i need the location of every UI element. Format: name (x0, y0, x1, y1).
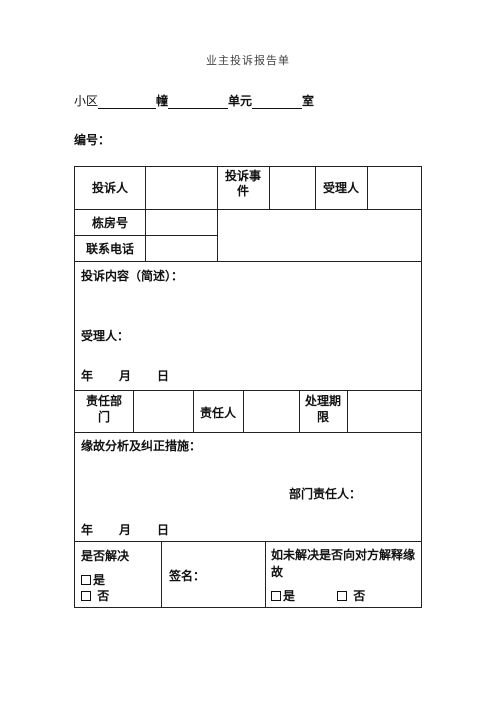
community-label: 小区 (74, 94, 99, 108)
explain-yes-option[interactable]: 是 (271, 589, 295, 603)
phone-label: 联系电话 (85, 242, 134, 256)
resolved-no-option[interactable]: 否 (81, 587, 109, 604)
handling-period-label: 处理期限 (299, 393, 347, 425)
receiver-field[interactable] (368, 168, 420, 208)
responsible-person-label: 责任人 (199, 406, 236, 420)
complaint-form-table: 投诉人 投诉事件 受理人 栋房号 联系电话 投诉内容（简述）： 受理人： 年月日… (74, 166, 422, 608)
complaint-content-label: 投诉内容（简述）： (81, 269, 184, 283)
row-divider (75, 261, 421, 262)
complaint-matter-line1: 投诉事 (224, 169, 261, 183)
checkbox-icon[interactable] (271, 591, 281, 601)
building-room-label: 栋房号 (91, 216, 128, 230)
column-divider (145, 167, 146, 261)
complaint-content-field[interactable] (81, 285, 415, 321)
resolved-yes-label: 是 (93, 573, 106, 587)
complaint-matter-field[interactable] (270, 168, 314, 208)
row-divider (75, 209, 421, 210)
building-blank[interactable] (168, 96, 229, 109)
room-label: 室 (302, 94, 315, 108)
complaint-matter-line2: 件 (236, 184, 249, 198)
date-year: 年 (81, 523, 94, 537)
analysis-label: 缘故分析及纠正措施： (81, 439, 202, 453)
unit-label: 单元 (228, 94, 253, 108)
row-divider (75, 390, 421, 391)
column-divider (193, 390, 194, 432)
receiver-label: 受理人 (322, 181, 359, 195)
phone-field[interactable] (146, 236, 216, 260)
row-divider (75, 432, 421, 433)
responsible-dept-line1: 责任部 (85, 394, 122, 408)
resolved-label: 是否解决 (81, 549, 130, 563)
analysis-field[interactable] (81, 455, 415, 479)
column-divider (299, 390, 300, 432)
content-date: 年月日 (81, 367, 169, 384)
unit-blank[interactable] (252, 96, 303, 109)
complainant-label: 投诉人 (91, 181, 128, 195)
explain-no-label: 否 (353, 589, 366, 603)
responsible-dept-field[interactable] (134, 391, 192, 431)
date-day: 日 (157, 369, 170, 383)
explain-options: 是 否 (271, 587, 365, 604)
serial-number-label: 编号： (74, 133, 111, 147)
resolved-yes-option[interactable]: 是 (81, 571, 105, 588)
column-divider (367, 167, 368, 209)
address-line: 小区 幢 单元 室 (74, 92, 314, 109)
column-divider (161, 541, 162, 607)
column-divider (243, 390, 244, 432)
signature-label: 签名： (169, 569, 206, 583)
checkbox-icon[interactable] (81, 575, 91, 585)
complainant-field[interactable] (146, 168, 216, 208)
explain-no-option[interactable]: 否 (337, 589, 365, 603)
content-receiver-label: 受理人： (81, 329, 130, 343)
checkbox-icon[interactable] (81, 591, 91, 601)
analysis-date: 年月日 (81, 521, 169, 538)
community-blank[interactable] (98, 96, 157, 109)
checkbox-icon[interactable] (337, 591, 348, 601)
responsible-dept-line2: 门 (97, 410, 110, 424)
building-room-field[interactable] (146, 210, 216, 234)
responsible-dept-label: 责任部门 (75, 393, 133, 425)
explain-label: 如未解决是否向对方解释缘故 (271, 548, 416, 579)
column-divider (347, 390, 348, 432)
explain-yes-label: 是 (283, 589, 296, 603)
document-title: 业主投诉报告单 (206, 54, 290, 67)
date-year: 年 (81, 369, 94, 383)
column-divider (265, 541, 266, 607)
responsible-person-field[interactable] (244, 391, 298, 431)
date-month: 月 (119, 523, 132, 537)
row-divider (75, 235, 217, 236)
handling-period-field[interactable] (348, 391, 420, 431)
column-divider (315, 167, 316, 209)
handling-period-line2: 限 (316, 410, 329, 424)
column-divider (269, 167, 270, 209)
column-divider (133, 390, 134, 432)
dept-head-label: 部门责任人： (289, 487, 362, 501)
column-divider (217, 167, 218, 261)
merged-blank-field[interactable] (218, 210, 420, 260)
date-day: 日 (157, 523, 170, 537)
handling-period-line1: 处理期 (304, 394, 341, 408)
resolved-no-label: 否 (97, 589, 110, 603)
row-divider (75, 541, 421, 542)
building-label: 幢 (156, 94, 169, 108)
date-month: 月 (119, 369, 132, 383)
complaint-matter-label: 投诉事件 (217, 169, 269, 199)
